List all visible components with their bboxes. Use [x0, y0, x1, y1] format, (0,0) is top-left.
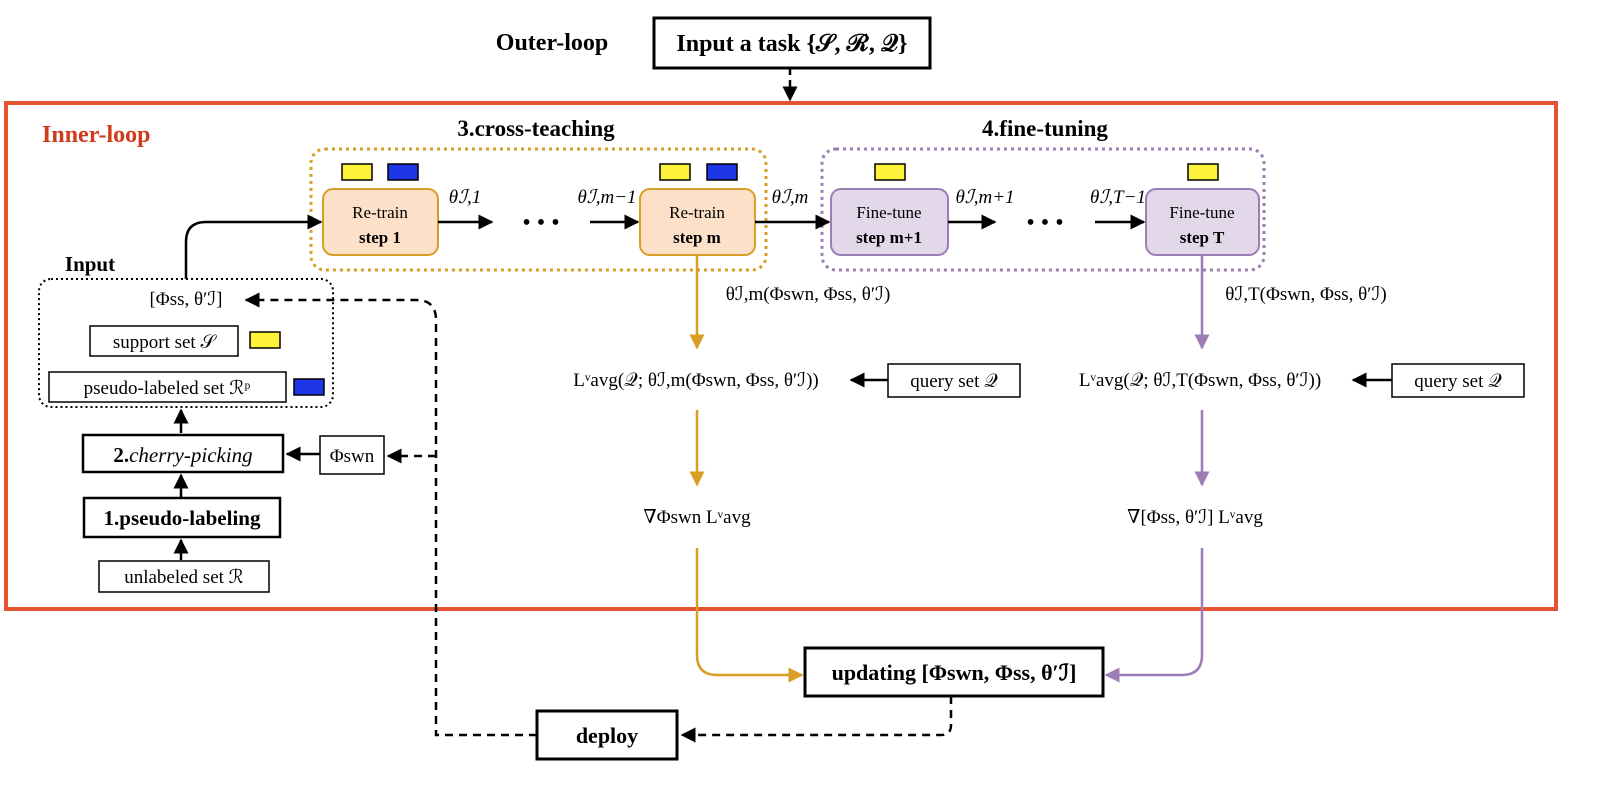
- orange-to-update-arrow: [695, 548, 804, 683]
- cherry-picking-box: [81, 433, 285, 474]
- unlabeled-set-label: unlabeled set ℛ: [124, 567, 244, 588]
- retrain-step-m-l2: step m: [673, 228, 721, 247]
- update-to-deploy-arrow: [680, 696, 953, 743]
- updating-box: [803, 646, 1105, 698]
- cherry-text: cherry-picking: [129, 443, 253, 467]
- theta-m-label: θℐ,m: [772, 187, 809, 208]
- support-swatch: [341, 163, 373, 181]
- retrain-step-1-l2: step 1: [359, 228, 401, 247]
- deploy-box: [535, 709, 679, 761]
- grad-T: ∇[Φss, θ′ℐ] Lᵛavg: [1127, 507, 1263, 528]
- query-set-box-2: [1391, 363, 1525, 398]
- support-set-swatch: [249, 331, 281, 349]
- cross-teaching-title: 3.cross-teaching: [457, 116, 615, 141]
- updating-label: updating [Φswn, Φss, θ′ℐ]: [832, 660, 1077, 685]
- grad-m: ∇Φswn Lᵛavg: [643, 507, 751, 528]
- input-task-box: [652, 16, 932, 70]
- support-swatch: [659, 163, 691, 181]
- theta-1-label: θℐ,1: [449, 187, 482, 208]
- retrain-step-1-l1: Re-train: [352, 203, 408, 222]
- cherry-picking-label: 2.cherry-picking: [113, 443, 252, 467]
- ellipsis-1: • • •: [522, 210, 559, 236]
- fine-tuning-group: [820, 147, 1266, 272]
- pseudo-set-swatch: [293, 378, 325, 396]
- deploy-label: deploy: [576, 723, 638, 748]
- query-set-label-1: query set 𝒬: [910, 371, 998, 392]
- pseudo-set-label: pseudo-labeled set ℛᵖ: [84, 378, 251, 399]
- support-set-box: [89, 325, 239, 357]
- retrain-step-m-l1: Re-train: [669, 203, 725, 222]
- ellipsis-2: • • •: [1026, 210, 1063, 236]
- unlabeled-set-box: [98, 560, 270, 593]
- pseudo-set-box: [48, 371, 287, 403]
- fine-tuning-title: 4.fine-tuning: [982, 116, 1108, 141]
- finetune-step-T-l2: step T: [1180, 228, 1225, 247]
- input-title: Input: [65, 252, 115, 276]
- finetune-step-T-l1: Fine-tune: [1169, 203, 1234, 222]
- deploy-feedback-line: [244, 292, 537, 737]
- loss-m: Lᵛavg(𝒬; θℐ,m(Φswn, Φss, θ′ℐ)): [573, 370, 819, 391]
- theta-m-function: θℐ,m(Φswn, Φss, θ′ℐ): [726, 284, 891, 305]
- input-to-retrain-arrow: [184, 214, 323, 279]
- cross-teaching-group: [309, 147, 768, 272]
- finetune-step-m1-l1: Fine-tune: [856, 203, 921, 222]
- support-set-label: support set 𝒮: [113, 332, 218, 353]
- input-params: [Φss, θ′ℐ]: [149, 289, 222, 310]
- purple-to-update-arrow: [1104, 548, 1204, 683]
- finetune-step-m1-l2: step m+1: [856, 228, 922, 247]
- phi-swn-label: Φswn: [330, 446, 375, 467]
- pseudo-swatch: [387, 163, 419, 181]
- input-task-label: Input a task {𝒮, ℛ, 𝒬}: [676, 31, 907, 57]
- inner-loop-frame: [4, 101, 1558, 611]
- support-swatch: [1187, 163, 1219, 181]
- theta-T-1-label: θℐ,T−1: [1090, 187, 1146, 208]
- support-swatch: [874, 163, 906, 181]
- theta-T-function: θℐ,T(Φswn, Φss, θ′ℐ): [1225, 284, 1386, 305]
- pseudo-labeling-box: [82, 496, 282, 539]
- pseudo-swatch: [706, 163, 738, 181]
- theta-m-1-label: θℐ,m−1: [577, 187, 636, 208]
- theta-m1-label: θℐ,m+1: [955, 187, 1014, 208]
- query-set-label-2: query set 𝒬: [1414, 371, 1502, 392]
- inner-loop-title: Inner-loop: [42, 122, 150, 148]
- outer-loop-label: Outer-loop: [496, 30, 608, 56]
- loss-T: Lᵛavg(𝒬; θℐ,T(Φswn, Φss, θ′ℐ)): [1079, 370, 1321, 391]
- pseudo-labeling-label: 1.pseudo-labeling: [104, 506, 261, 530]
- cherry-number: 2.: [113, 443, 129, 467]
